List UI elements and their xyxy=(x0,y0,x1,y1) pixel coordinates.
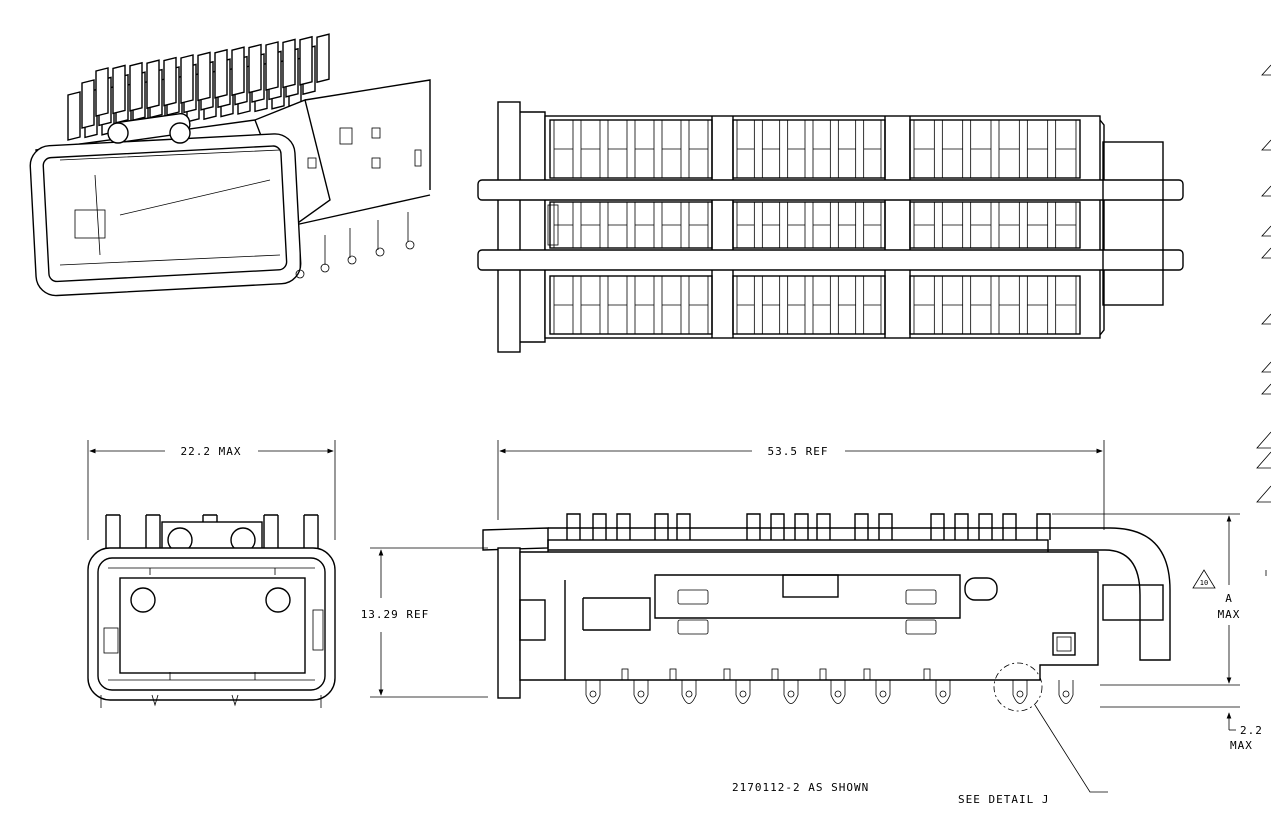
dim-pin-length-value: 2.2 xyxy=(1240,724,1263,737)
side-view-fins xyxy=(566,513,1051,540)
part-caption: 2170112-2 AS SHOWN xyxy=(732,781,869,794)
notes-flag-column xyxy=(1256,64,1271,576)
dim-side-height-suffix: MAX xyxy=(1218,608,1241,621)
dim-front-width: 22.2 MAX xyxy=(181,445,242,458)
detail-callout: SEE DETAIL J xyxy=(958,793,1049,806)
dim-pin-length-suffix: MAX xyxy=(1230,739,1253,752)
side-view-pins xyxy=(585,668,1074,704)
dim-front-height: 13.29 REF xyxy=(361,608,430,621)
top-view xyxy=(477,101,1184,353)
side-view: 53.5 REF SEE DETAIL J xyxy=(482,440,1263,806)
dim-side-length: 53.5 REF xyxy=(768,445,829,458)
dim-side-height-letter: A xyxy=(1225,592,1233,605)
iso-heatsink-fins xyxy=(67,33,330,141)
front-view: 22.2 MAX 13.29 REF xyxy=(87,440,488,708)
isometric-view xyxy=(29,33,431,297)
top-view-fin-blocks xyxy=(549,116,1081,338)
flag-note: 10 xyxy=(1200,579,1208,587)
